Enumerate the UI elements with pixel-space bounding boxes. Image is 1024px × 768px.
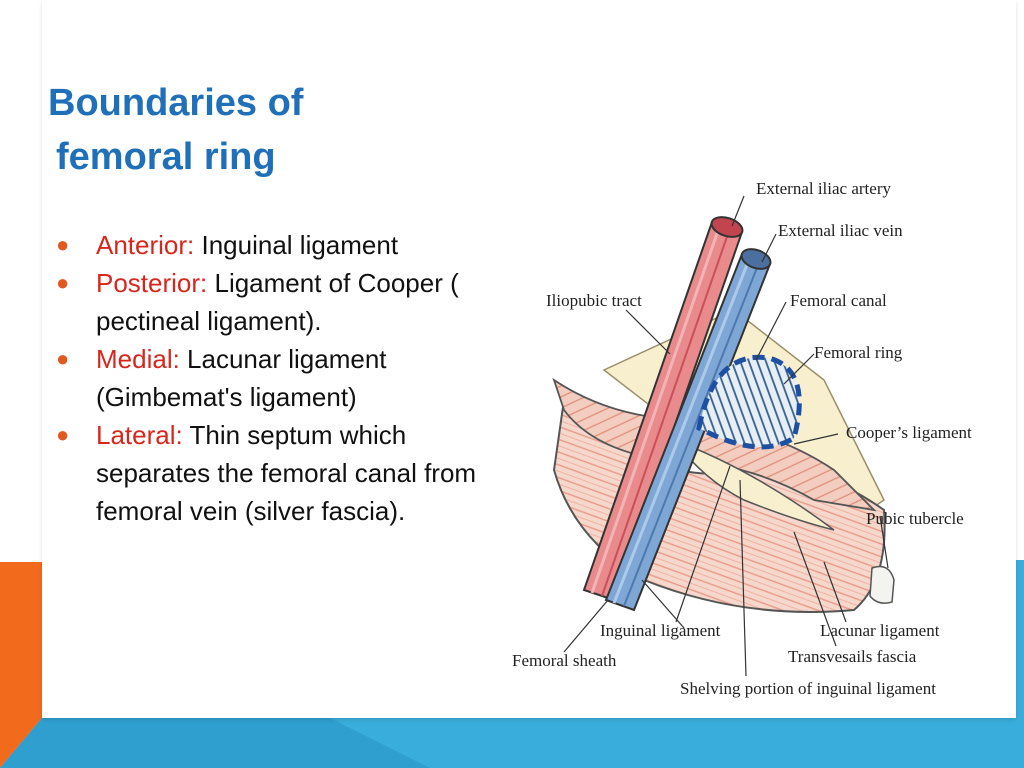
femoral-ring-shape (696, 354, 802, 450)
title-line-2: femoral ring (56, 136, 276, 178)
bullet-term: Posterior: (96, 268, 208, 298)
label-external-iliac-artery: External iliac artery (756, 179, 891, 198)
label-femoral-ring: Femoral ring (814, 343, 903, 362)
external-iliac-vein-shape (604, 248, 772, 612)
label-coopers-ligament: Cooper’s ligament (846, 423, 972, 442)
label-transversalis-fascia: Transvesails fascia (788, 647, 917, 666)
bullet-term: Lateral: (96, 420, 183, 450)
bullet-dot-icon: ● (56, 232, 70, 257)
bullet-anterior: ● Anterior: Inguinal ligament (56, 226, 496, 264)
bullet-dot-icon: ● (56, 422, 70, 447)
bullet-lateral: ● Lateral: Thin septum which separates th… (56, 416, 496, 530)
slide-title: Boundaries of femoral ring (48, 76, 303, 184)
bullet-term: Medial: (96, 344, 180, 374)
boundaries-list: ● Anterior: Inguinal ligament ● Posterior:… (56, 226, 496, 530)
label-femoral-canal: Femoral canal (790, 291, 887, 310)
title-line-1: Boundaries of (48, 82, 304, 124)
bullet-posterior: ● Posterior: Ligament of Cooper ( pectine… (56, 264, 496, 340)
anatomy-diagram: External iliac artery External iliac vei… (494, 170, 1020, 718)
bullet-dot-icon: ● (56, 270, 70, 295)
label-femoral-sheath: Femoral sheath (512, 651, 617, 670)
label-pubic-tubercle: Pubic tubercle (866, 509, 964, 528)
bullet-text: Inguinal ligament (194, 230, 399, 260)
label-shelving-portion: Shelving portion of inguinal ligament (680, 679, 936, 698)
bullet-dot-icon: ● (56, 346, 70, 371)
bullet-text: Thin septum which separates the femoral … (96, 420, 477, 526)
label-inguinal-ligament: Inguinal ligament (600, 621, 721, 640)
label-lacunar-ligament: Lacunar ligament (820, 621, 940, 640)
external-iliac-artery-shape (582, 216, 744, 602)
label-leader-lines (563, 195, 889, 677)
bullet-text: Ligament of Cooper ( pectineal ligament)… (96, 268, 459, 336)
label-external-iliac-vein: External iliac vein (778, 221, 903, 240)
label-iliopubic-tract: Iliopubic tract (546, 291, 642, 310)
bullet-term: Anterior: (96, 230, 195, 260)
pubic-tubercle-shape (869, 565, 895, 604)
bullet-text: Lacunar ligament (Gimbemat's ligament) (96, 344, 387, 412)
bullet-medial: ● Medial: Lacunar ligament (Gimbemat's li… (56, 340, 496, 416)
